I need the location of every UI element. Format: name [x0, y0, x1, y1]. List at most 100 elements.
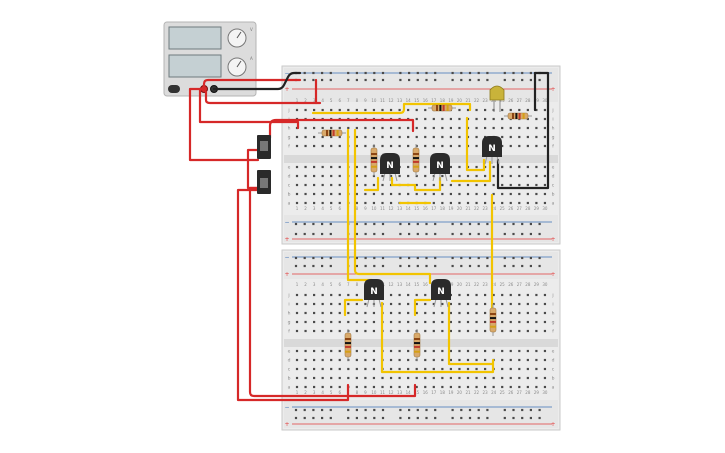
breadboard-hole[interactable]	[432, 320, 435, 324]
breadboard-hole[interactable]	[407, 376, 410, 380]
rail-hole[interactable]	[373, 408, 376, 412]
breadboard-hole[interactable]	[415, 108, 418, 112]
breadboard-hole[interactable]	[338, 183, 341, 187]
breadboard-hole[interactable]	[526, 165, 529, 169]
rail-hole[interactable]	[451, 78, 454, 82]
breadboard-hole[interactable]	[330, 302, 333, 306]
breadboard-hole[interactable]	[295, 367, 299, 371]
breadboard-hole[interactable]	[526, 117, 529, 121]
rail-hole[interactable]	[460, 71, 463, 75]
rail-hole[interactable]	[312, 264, 315, 268]
breadboard-hole[interactable]	[295, 358, 299, 362]
breadboard-hole[interactable]	[466, 174, 470, 178]
rail-hole[interactable]	[538, 408, 541, 412]
rail-hole[interactable]	[512, 222, 515, 226]
rail-hole[interactable]	[451, 222, 454, 226]
breadboard-hole[interactable]	[518, 349, 521, 353]
breadboard-hole[interactable]	[535, 126, 538, 130]
breadboard-hole[interactable]	[526, 320, 529, 324]
breadboard-hole[interactable]	[492, 349, 495, 353]
breadboard-hole[interactable]	[484, 376, 487, 380]
breadboard-hole[interactable]	[347, 311, 350, 315]
rail-hole[interactable]	[347, 78, 350, 82]
breadboard-hole[interactable]	[338, 135, 341, 139]
breadboard-hole[interactable]	[466, 376, 470, 380]
breadboard-hole[interactable]	[313, 302, 316, 306]
breadboard-hole[interactable]	[509, 293, 512, 297]
breadboard-hole[interactable]	[330, 108, 333, 112]
breadboard-hole[interactable]	[526, 358, 529, 362]
breadboard-hole[interactable]	[313, 293, 316, 297]
breadboard-hole[interactable]	[407, 192, 410, 196]
rail-hole[interactable]	[425, 232, 428, 236]
breadboard-hole[interactable]	[295, 165, 299, 169]
breadboard-hole[interactable]	[313, 192, 316, 196]
rail-hole[interactable]	[503, 78, 506, 82]
breadboard-hole[interactable]	[313, 165, 316, 169]
breadboard-hole[interactable]	[535, 320, 538, 324]
breadboard-hole[interactable]	[535, 117, 538, 121]
breadboard-hole[interactable]	[407, 165, 410, 169]
rail-hole[interactable]	[477, 408, 480, 412]
rail-hole[interactable]	[321, 264, 324, 268]
breadboard-hole[interactable]	[518, 320, 521, 324]
breadboard-hole[interactable]	[347, 302, 350, 306]
breadboard-hole[interactable]	[492, 201, 495, 205]
breadboard-hole[interactable]	[304, 329, 307, 333]
transistor-q5[interactable]: N	[431, 279, 451, 308]
breadboard-hole[interactable]	[501, 385, 504, 389]
breadboard-hole[interactable]	[501, 174, 504, 178]
rail-hole[interactable]	[434, 256, 437, 260]
breadboard-hole[interactable]	[330, 165, 333, 169]
breadboard-hole[interactable]	[398, 108, 401, 112]
breadboard-hole[interactable]	[518, 192, 521, 196]
rail-hole[interactable]	[399, 222, 402, 226]
breadboard-hole[interactable]	[535, 108, 538, 112]
breadboard-hole[interactable]	[313, 329, 316, 333]
breadboard-hole[interactable]	[449, 302, 452, 306]
rail-hole[interactable]	[434, 264, 437, 268]
slide-switch-2[interactable]	[257, 170, 271, 194]
rail-hole[interactable]	[355, 78, 358, 82]
breadboard-hole[interactable]	[364, 201, 367, 205]
breadboard-hole[interactable]	[458, 329, 461, 333]
breadboard-hole[interactable]	[458, 135, 461, 139]
breadboard-hole[interactable]	[364, 385, 367, 389]
breadboard-hole[interactable]	[492, 165, 495, 169]
breadboard-hole[interactable]	[484, 367, 487, 371]
breadboard-hole[interactable]	[458, 385, 461, 389]
breadboard-hole[interactable]	[355, 201, 358, 205]
resistor[interactable]	[412, 144, 420, 176]
breadboard-hole[interactable]	[518, 302, 521, 306]
rail-hole[interactable]	[503, 408, 506, 412]
breadboard-hole[interactable]	[398, 320, 401, 324]
breadboard-hole[interactable]	[475, 320, 478, 324]
breadboard-hole[interactable]	[372, 183, 376, 187]
rail-hole[interactable]	[425, 408, 428, 412]
breadboard-hole[interactable]	[321, 144, 324, 148]
rail-hole[interactable]	[381, 416, 385, 420]
breadboard-hole[interactable]	[295, 192, 299, 196]
breadboard-hole[interactable]	[415, 367, 418, 371]
breadboard-hole[interactable]	[424, 320, 427, 324]
breadboard-hole[interactable]	[304, 311, 307, 315]
breadboard-hole[interactable]	[535, 293, 538, 297]
breadboard-hole[interactable]	[304, 126, 307, 130]
breadboard-hole[interactable]	[338, 329, 341, 333]
breadboard-hole[interactable]	[424, 367, 427, 371]
breadboard-hole[interactable]	[484, 385, 487, 389]
breadboard-hole[interactable]	[304, 201, 307, 205]
breadboard-hole[interactable]	[347, 320, 350, 324]
rail-hole[interactable]	[303, 78, 306, 82]
breadboard-hole[interactable]	[466, 108, 470, 112]
breadboard-hole[interactable]	[415, 302, 418, 306]
breadboard-hole[interactable]	[441, 376, 444, 380]
rail-hole[interactable]	[303, 71, 306, 75]
breadboard-hole[interactable]	[441, 385, 444, 389]
breadboard-hole[interactable]	[407, 385, 410, 389]
breadboard-hole[interactable]	[424, 135, 427, 139]
rail-hole[interactable]	[355, 256, 358, 260]
breadboard-hole[interactable]	[475, 126, 478, 130]
breadboard-hole[interactable]	[449, 367, 452, 371]
rail-hole[interactable]	[408, 78, 411, 82]
